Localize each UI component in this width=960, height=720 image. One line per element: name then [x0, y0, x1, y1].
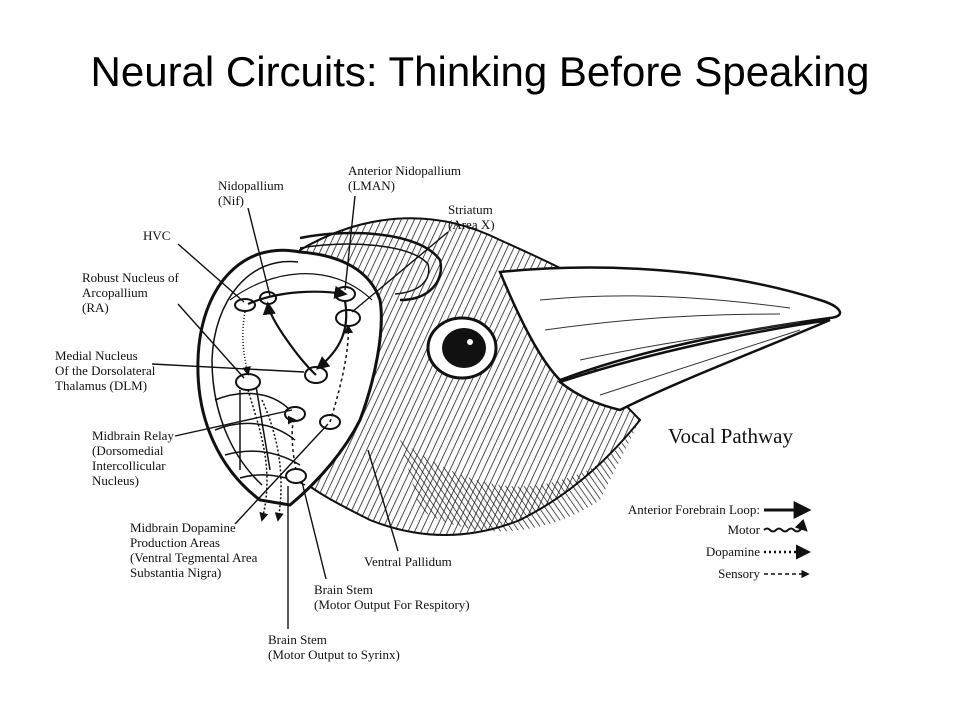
label-midbrain-relay: Midbrain Relay (Dorsomedial Intercollicu… — [92, 428, 174, 488]
legend-item-sensory: Sensory — [718, 566, 760, 581]
legend-title: Vocal Pathway — [668, 424, 794, 448]
legend-line-motor — [763, 518, 808, 533]
label-dlm: Medial Nucleus Of the Dorsolateral Thala… — [55, 348, 156, 393]
afp-path-1 — [247, 285, 348, 306]
label-dopamine-areas: Midbrain Dopamine Production Areas (Vent… — [130, 520, 258, 580]
label-brain-stem-syrinx: Brain Stem (Motor Output to Syrinx) — [268, 632, 400, 662]
legend-item-dopamine: Dopamine — [705, 544, 760, 559]
motor-path-1 — [242, 311, 251, 376]
afp-path-3 — [262, 301, 317, 376]
label-ventral-pallidum: Ventral Pallidum — [364, 554, 452, 569]
throat-feathers — [400, 420, 640, 532]
label-nidopallium: Nidopallium (Nif) — [218, 178, 284, 208]
label-brain-stem-respiratory: Brain Stem (Motor Output For Respitory) — [314, 582, 470, 612]
label-striatum: Striatum (Area X) — [448, 202, 495, 232]
label-anterior-nidopallium: Anterior Nidopallium (LMAN) — [348, 163, 462, 193]
label-hvc: HVC — [143, 228, 171, 243]
legend-item-anterior-forebrain: Anterior Forebrain Loop: — [627, 502, 760, 517]
skull-outline — [196, 248, 383, 507]
beak-upper — [498, 266, 842, 382]
label-ra: Robust Nucleus of Arcopallium (RA) — [82, 270, 179, 315]
afp-path-2 — [315, 300, 348, 370]
eye — [442, 328, 486, 368]
slide-title: Neural Circuits: Thinking Before Speakin… — [90, 48, 870, 95]
motor-path-3 — [261, 399, 284, 522]
legend-item-motor: Motor — [727, 522, 761, 537]
motor-path-2 — [247, 389, 269, 522]
sensory-path — [287, 415, 297, 471]
dopamine-path — [329, 324, 354, 423]
